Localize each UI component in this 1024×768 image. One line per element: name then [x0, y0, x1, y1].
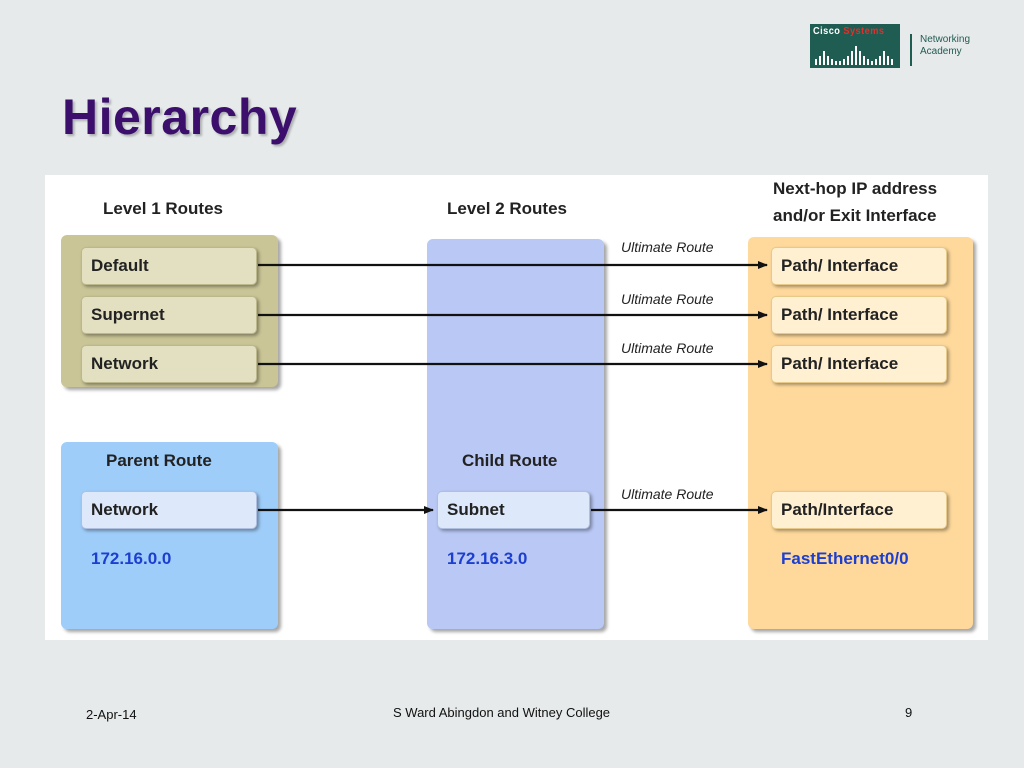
academy-line1: Networking — [920, 34, 971, 45]
footer-date: 2-Apr-14 — [86, 707, 137, 722]
parent-ip-address: 172.16.0.0 — [91, 549, 172, 568]
path-interface-box-4: Path/Interface — [771, 491, 947, 529]
child-subnet-box: Subnet — [437, 491, 590, 529]
routing-hierarchy-diagram: Level 1 Routes Level 2 Routes Next-hop I… — [45, 175, 988, 640]
ultimate-route-label-1: Ultimate Route — [621, 239, 714, 255]
parent-network-box: Network — [81, 491, 257, 529]
route-box-network: Network — [81, 345, 257, 383]
path-interface-box-1: Path/ Interface — [771, 247, 947, 285]
path-interface-box-2: Path/ Interface — [771, 296, 947, 334]
header-nexthop: Next-hop IP address and/or Exit Interfac… — [773, 175, 937, 229]
child-route-heading: Child Route — [462, 451, 558, 470]
cisco-systems-logo: Cisco Systems — [810, 24, 900, 68]
cisco-networking-academy-logo: Cisco Systems Networking Academy — [810, 24, 990, 70]
header-nexthop-line1: Next-hop IP address — [773, 179, 938, 198]
ultimate-route-label-3: Ultimate Route — [621, 340, 714, 356]
ultimate-route-label-2: Ultimate Route — [621, 291, 714, 307]
path-interface-box-3: Path/ Interface — [771, 345, 947, 383]
route-box-supernet: Supernet — [81, 296, 257, 334]
academy-line2: Academy — [920, 46, 962, 57]
logo-brand-systems: Systems — [843, 26, 885, 37]
logo-brand-cisco: Cisco — [813, 26, 841, 37]
parent-route-panel — [61, 442, 278, 629]
ultimate-route-label-4: Ultimate Route — [621, 486, 714, 502]
cisco-systems-wordmark: Cisco Systems — [813, 26, 884, 37]
slide-title: Hierarchy — [62, 89, 298, 145]
footer-author: S Ward Abingdon and Witney College — [393, 705, 611, 720]
level2-routes-panel — [427, 239, 604, 629]
route-box-default: Default — [81, 247, 257, 285]
parent-route-heading: Parent Route — [106, 451, 212, 470]
logo-divider — [910, 34, 912, 66]
networking-academy-text: Networking Academy — [920, 34, 970, 58]
exit-interface-label: FastEthernet0/0 — [781, 549, 909, 568]
footer-page-number: 9 — [905, 705, 913, 720]
route-arrows — [258, 261, 768, 514]
child-ip-address: 172.16.3.0 — [447, 549, 528, 568]
header-nexthop-line2: and/or Exit Interface — [773, 206, 937, 225]
header-level1-routes: Level 1 Routes — [103, 199, 223, 218]
cisco-bridge-bars-icon — [815, 46, 893, 65]
header-level2-routes: Level 2 Routes — [447, 199, 567, 218]
